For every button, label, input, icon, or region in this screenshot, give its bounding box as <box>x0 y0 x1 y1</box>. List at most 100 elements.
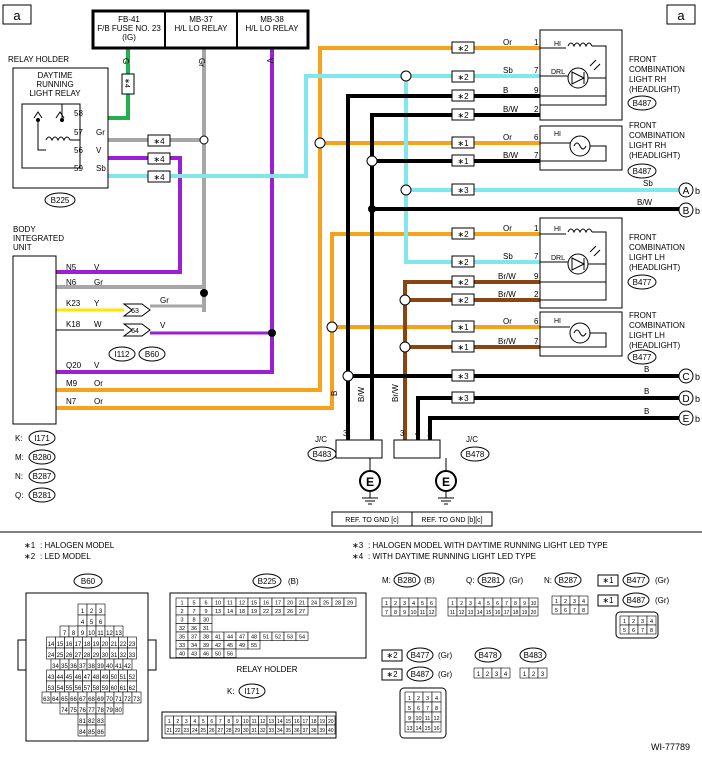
connector-pin-number: 8 <box>192 618 195 624</box>
connector-pin-number: 36 <box>191 626 197 632</box>
connector-pin-number: 38 <box>88 664 95 670</box>
lamp-rh-connector-1: B487 <box>633 99 652 108</box>
connector-pin-number: 24 <box>311 601 317 607</box>
connector-pin-number: 7 <box>641 628 644 634</box>
connector-pin-number: 24 <box>192 728 198 734</box>
i112-pin-64: 64 <box>131 328 139 335</box>
i112-pin-63-shape <box>122 303 151 317</box>
connector-pin-number: 1 <box>523 672 527 678</box>
connector-pin-number: 9 <box>81 631 85 637</box>
svg-text:M:: M: <box>382 576 391 585</box>
connector-pin-number: 34 <box>277 728 283 734</box>
connector-pin-number: 10 <box>88 631 95 637</box>
connector-pin-number: 53 <box>287 635 293 641</box>
connector-pin-number: 43 <box>48 675 55 681</box>
svg-text:Q:: Q: <box>466 576 474 585</box>
connector-pin-number: 48 <box>251 635 257 641</box>
svg-text:J/C: J/C <box>315 435 327 444</box>
connector-pin-number: 4 <box>193 719 196 725</box>
jc-b478-box <box>393 439 441 459</box>
connector-pin-number: 43 <box>191 652 197 658</box>
connector-pin-number: 34 <box>52 664 59 670</box>
connector-pin-number: 11 <box>227 601 233 607</box>
relay-pin-59: 59 <box>74 164 83 173</box>
connector-pin-number: 23 <box>275 609 281 615</box>
b477-1-title: B477 <box>627 576 646 585</box>
connector-pin-number: 10 <box>531 601 537 607</box>
svg-text:Or: Or <box>503 224 512 233</box>
connector-pin-number: 46 <box>75 675 82 681</box>
connector-pin-number: 6 <box>204 601 207 607</box>
connector-pin-number: 32 <box>120 653 127 659</box>
b478-title: B478 <box>479 651 498 660</box>
connector-pin-number: 17 <box>504 610 510 616</box>
connector-pin-number: 24 <box>48 653 55 659</box>
connector-pin-number: 26 <box>287 609 293 615</box>
connector-pin-number: 63 <box>43 697 50 703</box>
connector-pin-number: 52 <box>129 675 136 681</box>
star-relay-59: ∗4 <box>153 173 165 182</box>
connector-pin-number: 7 <box>219 719 222 725</box>
svg-text:∗1: ∗1 <box>602 596 614 605</box>
svg-text:FRONT: FRONT <box>629 233 657 242</box>
svg-text:B: B <box>644 387 649 396</box>
connector-pin-number: 23 <box>183 728 189 734</box>
connector-pin-number: 5 <box>192 601 195 607</box>
connector-pin-number: 17 <box>275 601 281 607</box>
connector-pin-number: 8 <box>435 706 438 712</box>
connector-pin-number: 35 <box>285 728 291 734</box>
svg-text:(B): (B) <box>424 576 435 585</box>
splice-points <box>199 70 412 382</box>
connector-pin-number: 40 <box>106 664 113 670</box>
connector-pin-number: 15 <box>251 601 257 607</box>
connector-pin-number: 37 <box>79 664 86 670</box>
connector-pin-number: 10 <box>415 716 421 722</box>
connector-pin-number: 38 <box>203 635 209 641</box>
fuse-label-2: F/B FUSE NO. 23 <box>97 24 161 33</box>
relay-pin-57: 57 <box>74 128 83 137</box>
biu-color-m9: Or <box>94 379 103 388</box>
svg-text:LIGHT LH: LIGHT LH <box>629 331 665 340</box>
connector-pin-number: 82 <box>88 719 95 725</box>
connector-pin-number: 2 <box>176 719 179 725</box>
svg-text:∗1: ∗1 <box>457 157 469 166</box>
connector-pin-number: 2 <box>486 672 490 678</box>
connector-pin-number: 68 <box>88 697 95 703</box>
svg-text:3: 3 <box>400 429 405 438</box>
b281-title: B281 <box>482 576 501 585</box>
connector-pin-number: 9 <box>204 609 207 615</box>
connector-pin-number: 65 <box>61 697 68 703</box>
connector-pin-number: 6 <box>496 601 499 607</box>
star-relay-57: ∗4 <box>153 137 165 146</box>
connector-pin-number: 38 <box>311 728 317 734</box>
connector-pin-number: 8 <box>514 601 517 607</box>
connector-pin-number: 7 <box>192 609 195 615</box>
svg-text:B: B <box>503 86 508 95</box>
connector-pin-number: 12 <box>106 631 113 637</box>
connector-pin-number: 6 <box>417 706 420 712</box>
connector-pin-number: 51 <box>120 675 127 681</box>
connector-pin-number: 79 <box>106 708 113 714</box>
svg-text:∗1: ∗1 <box>457 343 469 352</box>
connector-pin-number: 19 <box>522 610 528 616</box>
connector-pin-cell <box>528 606 539 617</box>
connector-pin-number: 75 <box>70 708 77 714</box>
wire-color-gr: Gr <box>197 58 206 67</box>
connector-pin-number: 21 <box>166 728 172 734</box>
connector-pin-cell <box>431 721 442 733</box>
b280-title: B280 <box>398 576 417 585</box>
connector-pin-number: 74 <box>61 708 68 714</box>
connector-pin-number: 5 <box>487 601 490 607</box>
svg-text:D: D <box>682 394 689 405</box>
connector-pin-number: 55 <box>251 643 257 649</box>
connector-pin-number: 81 <box>79 719 86 725</box>
ref-n-id: B287 <box>33 472 52 481</box>
connector-pin-number: 42 <box>215 643 221 649</box>
svg-text:Sb: Sb <box>503 66 513 75</box>
connector-pin-number: 84 <box>79 730 86 736</box>
svg-text:DRL: DRL <box>551 255 565 262</box>
svg-text:DRL: DRL <box>551 69 565 76</box>
connector-pin-number: 16 <box>294 719 300 725</box>
